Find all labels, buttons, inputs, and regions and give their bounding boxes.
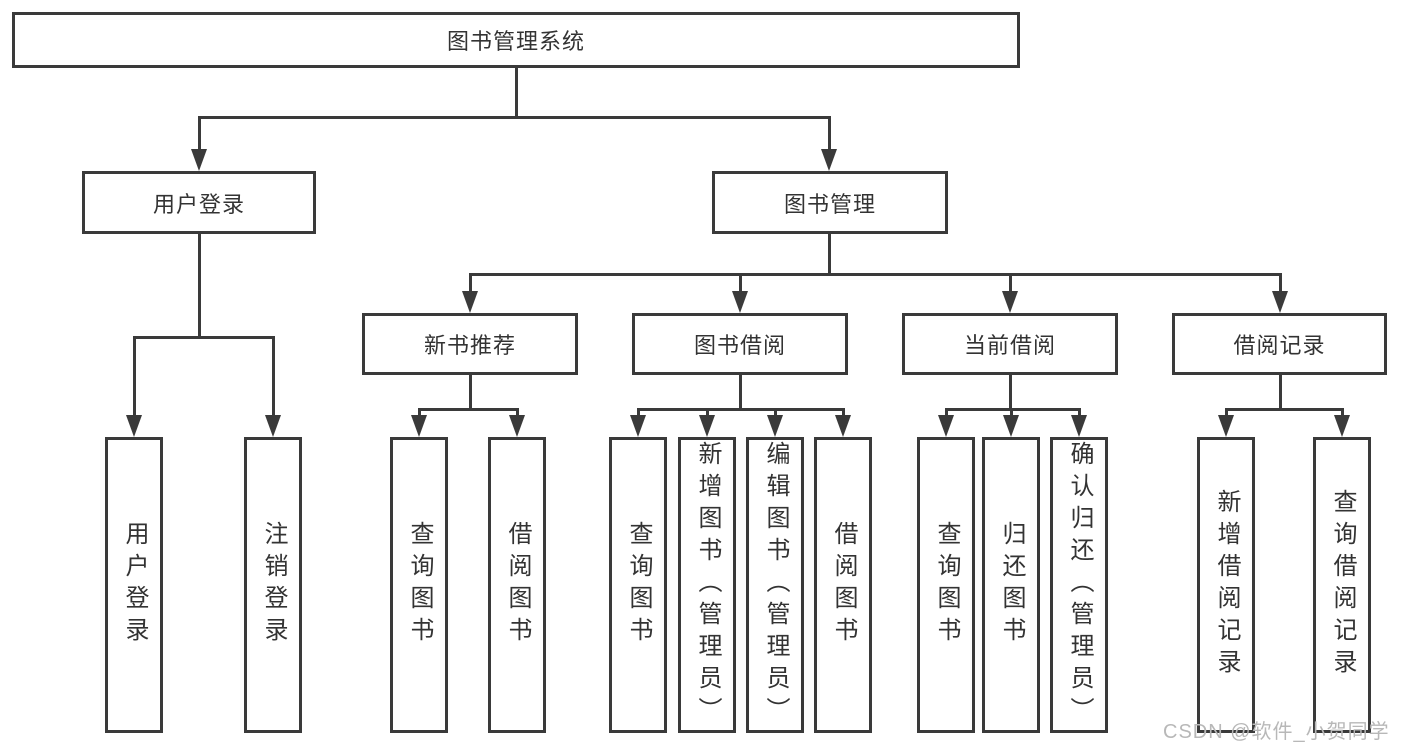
arrow-down-icon (835, 415, 851, 437)
connector-line (198, 234, 201, 336)
connector-line (1341, 408, 1344, 417)
connector-line (1078, 408, 1081, 417)
connector-line (739, 273, 742, 293)
node-label: 图书管理系统 (446, 29, 585, 54)
arrow-down-icon (509, 415, 525, 437)
connector-line (1225, 408, 1228, 417)
leaf-label: 查询图书 (625, 521, 652, 649)
leaf-label: 查询图书 (933, 521, 960, 649)
connector-line (945, 408, 948, 417)
leaf-label: 新增借阅记录 (1213, 489, 1240, 681)
node-label: 图书借阅 (693, 333, 786, 358)
arrow-down-icon (630, 415, 646, 437)
leaf-edit-book-admin: 编辑图书（管理员） (746, 437, 804, 733)
connector-line (1279, 273, 1282, 293)
connector-line (133, 336, 136, 416)
leaf-label: 查询借阅记录 (1329, 489, 1356, 681)
leaf-add-borrow-record: 新增借阅记录 (1197, 437, 1255, 733)
arrow-down-icon (1071, 415, 1087, 437)
connector-line (1225, 408, 1343, 411)
arrow-down-icon (265, 415, 281, 437)
leaf-label: 新增图书（管理员） (694, 441, 721, 729)
arrow-down-icon (1334, 415, 1350, 437)
node-label: 新书推荐 (423, 333, 516, 358)
arrow-down-icon (462, 291, 478, 313)
connector-line (469, 273, 472, 293)
connector-line (1010, 408, 1013, 417)
node-library-management-system: 图书管理系统 (12, 12, 1020, 68)
node-book-management: 图书管理 (712, 171, 948, 234)
node-borrowing-records: 借阅记录 (1172, 313, 1387, 375)
arrow-down-icon (1272, 291, 1288, 313)
leaf-query-books-current: 查询图书 (917, 437, 975, 733)
arrow-down-icon (1002, 291, 1018, 313)
connector-line (515, 68, 518, 116)
node-book-borrowing: 图书借阅 (632, 313, 848, 375)
arrow-down-icon (938, 415, 954, 437)
node-label: 借阅记录 (1233, 333, 1326, 358)
connector-line (637, 408, 844, 411)
csdn-watermark: CSDN @软件_小贺同学 (1163, 721, 1390, 743)
connector-line (418, 408, 421, 417)
leaf-user-login: 用户登录 (105, 437, 163, 733)
node-current-borrowing: 当前借阅 (902, 313, 1118, 375)
connector-line (739, 375, 742, 408)
leaf-query-borrow-record: 查询借阅记录 (1313, 437, 1371, 733)
connector-line (418, 408, 518, 411)
node-user-login: 用户登录 (82, 171, 316, 234)
leaf-query-books-newbook: 查询图书 (390, 437, 448, 733)
connector-line (1009, 273, 1012, 293)
leaf-label: 归还图书 (998, 521, 1025, 649)
leaf-query-books-borrowing: 查询图书 (609, 437, 667, 733)
connector-line (828, 234, 831, 273)
arrow-down-icon (126, 415, 142, 437)
connector-line (706, 408, 709, 417)
connector-line (516, 408, 519, 417)
leaf-label: 用户登录 (121, 521, 148, 649)
leaf-label: 查询图书 (406, 521, 433, 649)
connector-line (133, 336, 274, 339)
leaf-logout: 注销登录 (244, 437, 302, 733)
arrow-down-icon (821, 149, 837, 171)
connector-line (198, 116, 830, 119)
arrow-down-icon (1003, 415, 1019, 437)
connector-line (828, 116, 831, 151)
leaf-borrow-book-borrowing: 借阅图书 (814, 437, 872, 733)
leaf-label: 编辑图书（管理员） (762, 441, 789, 729)
arrow-down-icon (411, 415, 427, 437)
connector-line (469, 375, 472, 408)
connector-line (842, 408, 845, 417)
leaf-label: 借阅图书 (504, 521, 531, 649)
connector-line (774, 408, 777, 417)
arrow-down-icon (1218, 415, 1234, 437)
connector-line (272, 336, 275, 416)
connector-line (469, 273, 1281, 276)
node-new-book-recommend: 新书推荐 (362, 313, 578, 375)
leaf-add-book-admin: 新增图书（管理员） (678, 437, 736, 733)
arrow-down-icon (767, 415, 783, 437)
arrow-down-icon (732, 291, 748, 313)
arrow-down-icon (699, 415, 715, 437)
node-label: 用户登录 (152, 191, 245, 217)
leaf-borrow-book-newbook: 借阅图书 (488, 437, 546, 733)
leaf-label: 注销登录 (260, 521, 287, 649)
node-label: 当前借阅 (963, 333, 1056, 358)
node-label: 图书管理 (783, 191, 876, 217)
connector-line (1009, 375, 1012, 408)
arrow-down-icon (191, 149, 207, 171)
leaf-confirm-return-admin: 确认归还（管理员） (1050, 437, 1108, 733)
connector-line (1279, 375, 1282, 408)
connector-line (637, 408, 640, 417)
leaf-label: 确认归还（管理员） (1066, 441, 1093, 729)
connector-line (198, 116, 201, 151)
leaf-label: 借阅图书 (830, 521, 857, 649)
leaf-return-book: 归还图书 (982, 437, 1040, 733)
